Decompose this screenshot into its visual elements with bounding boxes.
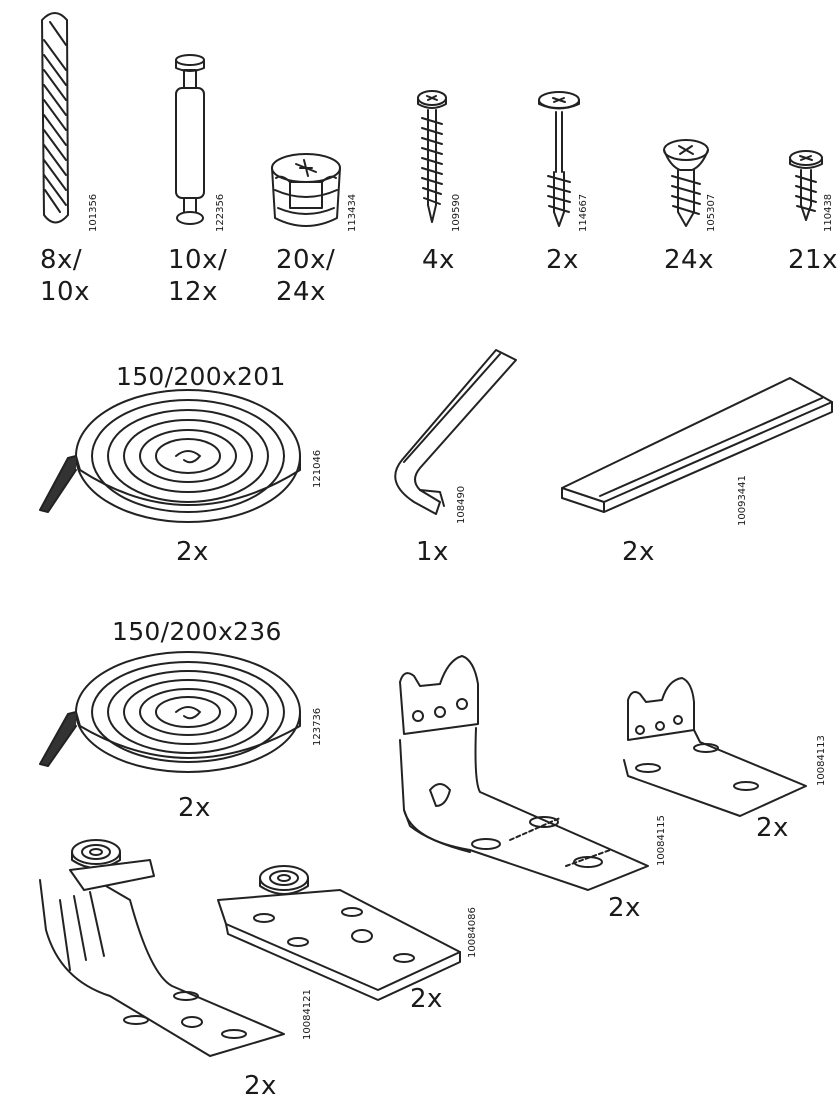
part-code: 123736 bbox=[312, 707, 323, 746]
long-screw-icon bbox=[417, 90, 447, 223]
quantity-label: 21x bbox=[788, 245, 838, 275]
quantity-label: 2x bbox=[608, 893, 641, 923]
part-code: 101356 bbox=[88, 193, 99, 232]
quantity-label: 4x bbox=[422, 245, 455, 275]
quantity-label: 2x bbox=[756, 813, 789, 843]
quantity-label: 2x bbox=[622, 537, 655, 567]
quantity-label: 24x bbox=[664, 245, 714, 275]
quantity-label: 2x bbox=[410, 984, 443, 1014]
brush-strip-coil-icon bbox=[39, 651, 301, 773]
part-code: 10084086 bbox=[467, 907, 478, 958]
dimension-label: 150/200x236 bbox=[112, 617, 282, 646]
part-code: 113434 bbox=[347, 193, 358, 232]
quantity-label: 2x bbox=[546, 245, 579, 275]
part-code: 114667 bbox=[578, 193, 589, 232]
quantity-label: 10x/ 12x bbox=[168, 245, 228, 307]
cam-lock-icon bbox=[271, 153, 341, 227]
part-code: 121046 bbox=[312, 449, 323, 488]
part-code: 10084115 bbox=[656, 815, 667, 866]
flat-strip-icon bbox=[561, 377, 833, 513]
part-code: 109590 bbox=[451, 193, 462, 232]
large-bracket-icon bbox=[399, 655, 649, 891]
quantity-label: 20x/ 24x bbox=[276, 245, 336, 307]
roller-plate-icon bbox=[217, 865, 461, 1001]
quantity-label: 2x bbox=[178, 793, 211, 823]
part-code: 108490 bbox=[456, 485, 467, 524]
washer-screw-icon bbox=[538, 91, 580, 227]
part-code: 110438 bbox=[823, 193, 834, 232]
quantity-label: 1x bbox=[416, 537, 449, 567]
brush-strip-coil-icon bbox=[39, 389, 301, 523]
part-code: 10093441 bbox=[737, 475, 748, 526]
pan-head-screw-icon bbox=[789, 150, 823, 221]
roller-bracket-icon bbox=[39, 839, 285, 1057]
allen-key-icon bbox=[394, 349, 517, 515]
quantity-label: 2x bbox=[176, 537, 209, 567]
part-code: 10084113 bbox=[816, 735, 827, 786]
dimension-label: 150/200x201 bbox=[116, 362, 286, 391]
quantity-label: 2x bbox=[244, 1071, 277, 1101]
quantity-label: 8x/ 10x bbox=[40, 245, 90, 307]
connector-bolt-icon bbox=[175, 54, 205, 225]
part-code: 105307 bbox=[706, 193, 717, 232]
part-code: 10084121 bbox=[302, 989, 313, 1040]
flat-head-screw-icon bbox=[663, 139, 709, 227]
small-bracket-icon bbox=[623, 677, 807, 817]
part-code: 122356 bbox=[215, 193, 226, 232]
dowel-icon bbox=[41, 12, 69, 224]
